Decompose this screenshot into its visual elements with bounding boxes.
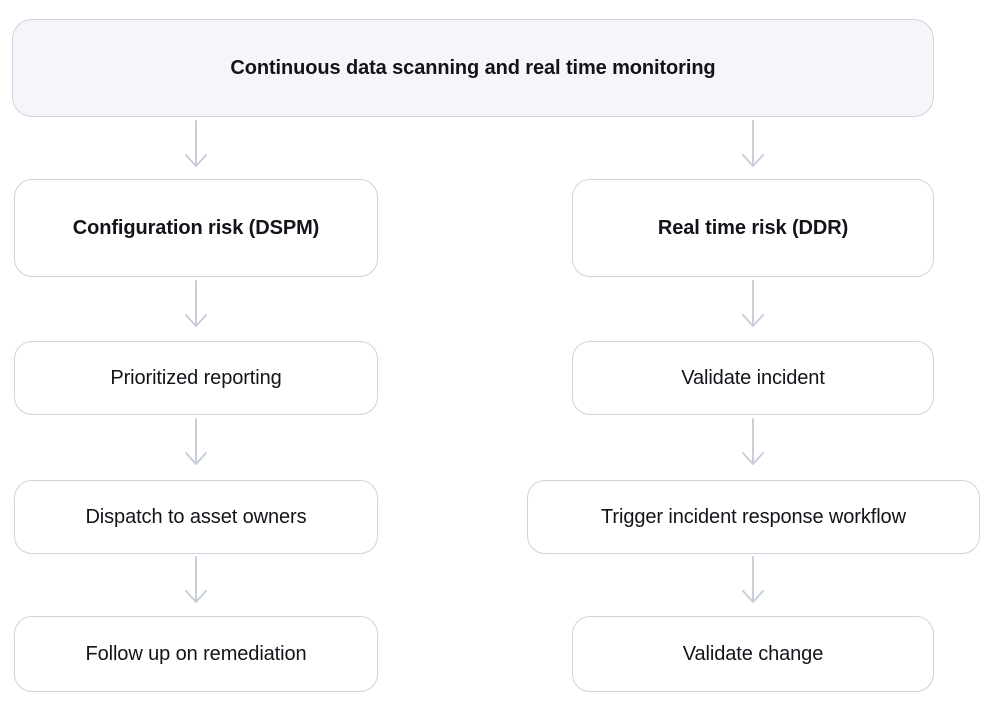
node-label: Real time risk (DDR) (657, 216, 849, 239)
node-label: Follow up on remediation (85, 642, 307, 665)
down-arrow (740, 280, 766, 328)
node-validate-change: Validate change (572, 616, 934, 692)
node-follow-up-on-remediation: Follow up on remediation (14, 616, 378, 692)
down-arrow (740, 556, 766, 604)
down-arrow (183, 280, 209, 328)
node-label: Configuration risk (DSPM) (72, 216, 320, 239)
down-arrow (183, 418, 209, 466)
node-real-time-risk-ddr: Real time risk (DDR) (572, 179, 934, 277)
node-label: Validate incident (681, 366, 825, 389)
node-label: Trigger incident response workflow (601, 505, 906, 528)
node-prioritized-reporting: Prioritized reporting (14, 341, 378, 415)
node-label: Validate change (682, 642, 824, 665)
node-configuration-risk-dspm: Configuration risk (DSPM) (14, 179, 378, 277)
node-label: Prioritized reporting (110, 366, 282, 389)
node-dispatch-to-asset-owners: Dispatch to asset owners (14, 480, 378, 554)
node-trigger-incident-response-workflow: Trigger incident response workflow (527, 480, 980, 554)
down-arrow (183, 120, 209, 168)
down-arrow (740, 120, 766, 168)
node-continuous-scanning: Continuous data scanning and real time m… (12, 19, 934, 117)
down-arrow (740, 418, 766, 466)
node-label: Continuous data scanning and real time m… (230, 56, 716, 79)
node-validate-incident: Validate incident (572, 341, 934, 415)
down-arrow (183, 556, 209, 604)
node-label: Dispatch to asset owners (85, 505, 307, 528)
